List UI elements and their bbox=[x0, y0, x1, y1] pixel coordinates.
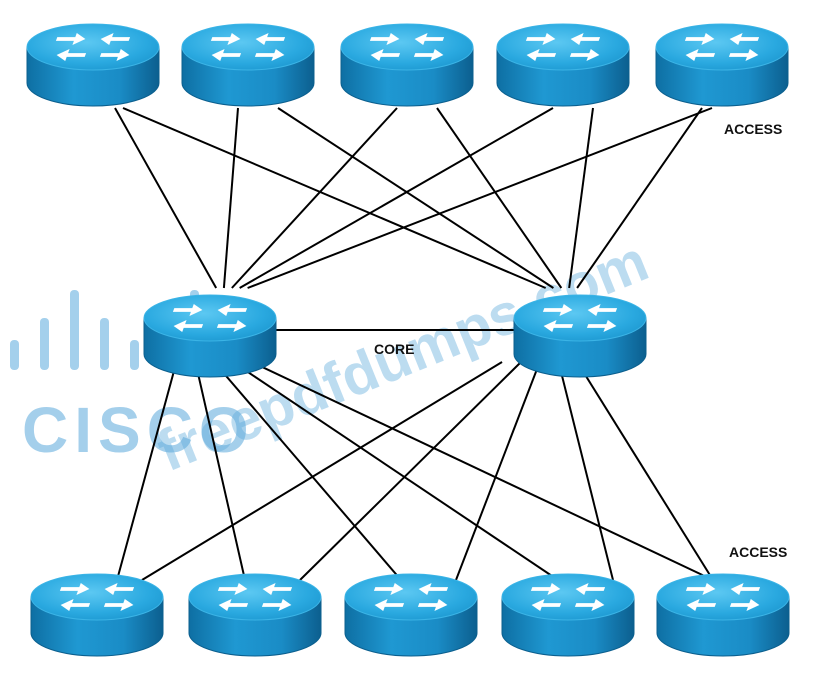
network-link bbox=[116, 361, 178, 581]
network-link bbox=[299, 361, 522, 581]
access-bottom-router bbox=[656, 573, 790, 657]
network-link bbox=[239, 107, 554, 289]
network-link bbox=[141, 361, 503, 581]
access-bottom-router bbox=[344, 573, 478, 657]
network-link bbox=[114, 107, 218, 289]
access-top-router bbox=[655, 23, 789, 107]
router-top bbox=[26, 23, 160, 71]
network-link bbox=[232, 361, 559, 581]
network-link bbox=[576, 361, 714, 581]
access-bottom-label: ACCESS bbox=[729, 544, 787, 560]
network-link bbox=[251, 361, 714, 581]
network-link bbox=[557, 361, 614, 581]
network-link bbox=[576, 107, 703, 289]
router-top bbox=[143, 294, 277, 342]
router-top bbox=[501, 573, 635, 621]
core-router bbox=[513, 294, 647, 378]
access-top-router bbox=[181, 23, 315, 107]
network-link bbox=[222, 107, 239, 289]
router-top bbox=[496, 23, 630, 71]
access-bottom-router bbox=[30, 573, 164, 657]
access-bottom-router bbox=[188, 573, 322, 657]
router-top bbox=[30, 573, 164, 621]
network-link bbox=[231, 107, 398, 289]
network-link bbox=[213, 361, 402, 581]
router-top bbox=[344, 573, 478, 621]
access-bottom-router bbox=[501, 573, 635, 657]
cisco-bar bbox=[100, 318, 109, 370]
router-top bbox=[655, 23, 789, 71]
cisco-bar bbox=[10, 340, 19, 370]
router-top bbox=[513, 294, 647, 342]
access-top-router bbox=[496, 23, 630, 107]
routers bbox=[26, 23, 790, 657]
network-link bbox=[455, 361, 541, 581]
network-link bbox=[247, 107, 713, 289]
router-top bbox=[188, 573, 322, 621]
network-link bbox=[277, 107, 554, 289]
network-link bbox=[194, 361, 246, 581]
core-label: CORE bbox=[374, 341, 414, 357]
router-top bbox=[181, 23, 315, 71]
network-link bbox=[568, 107, 594, 289]
access-top-router bbox=[340, 23, 474, 107]
access-top-router bbox=[26, 23, 160, 107]
cisco-bar bbox=[70, 290, 79, 370]
links bbox=[114, 107, 714, 581]
router-top bbox=[656, 573, 790, 621]
access-top-label: ACCESS bbox=[724, 121, 782, 137]
network-link bbox=[436, 107, 563, 289]
cisco-bar bbox=[130, 340, 139, 370]
cisco-bar bbox=[40, 318, 49, 370]
router-top bbox=[340, 23, 474, 71]
network-link bbox=[122, 107, 547, 289]
core-router bbox=[143, 294, 277, 378]
